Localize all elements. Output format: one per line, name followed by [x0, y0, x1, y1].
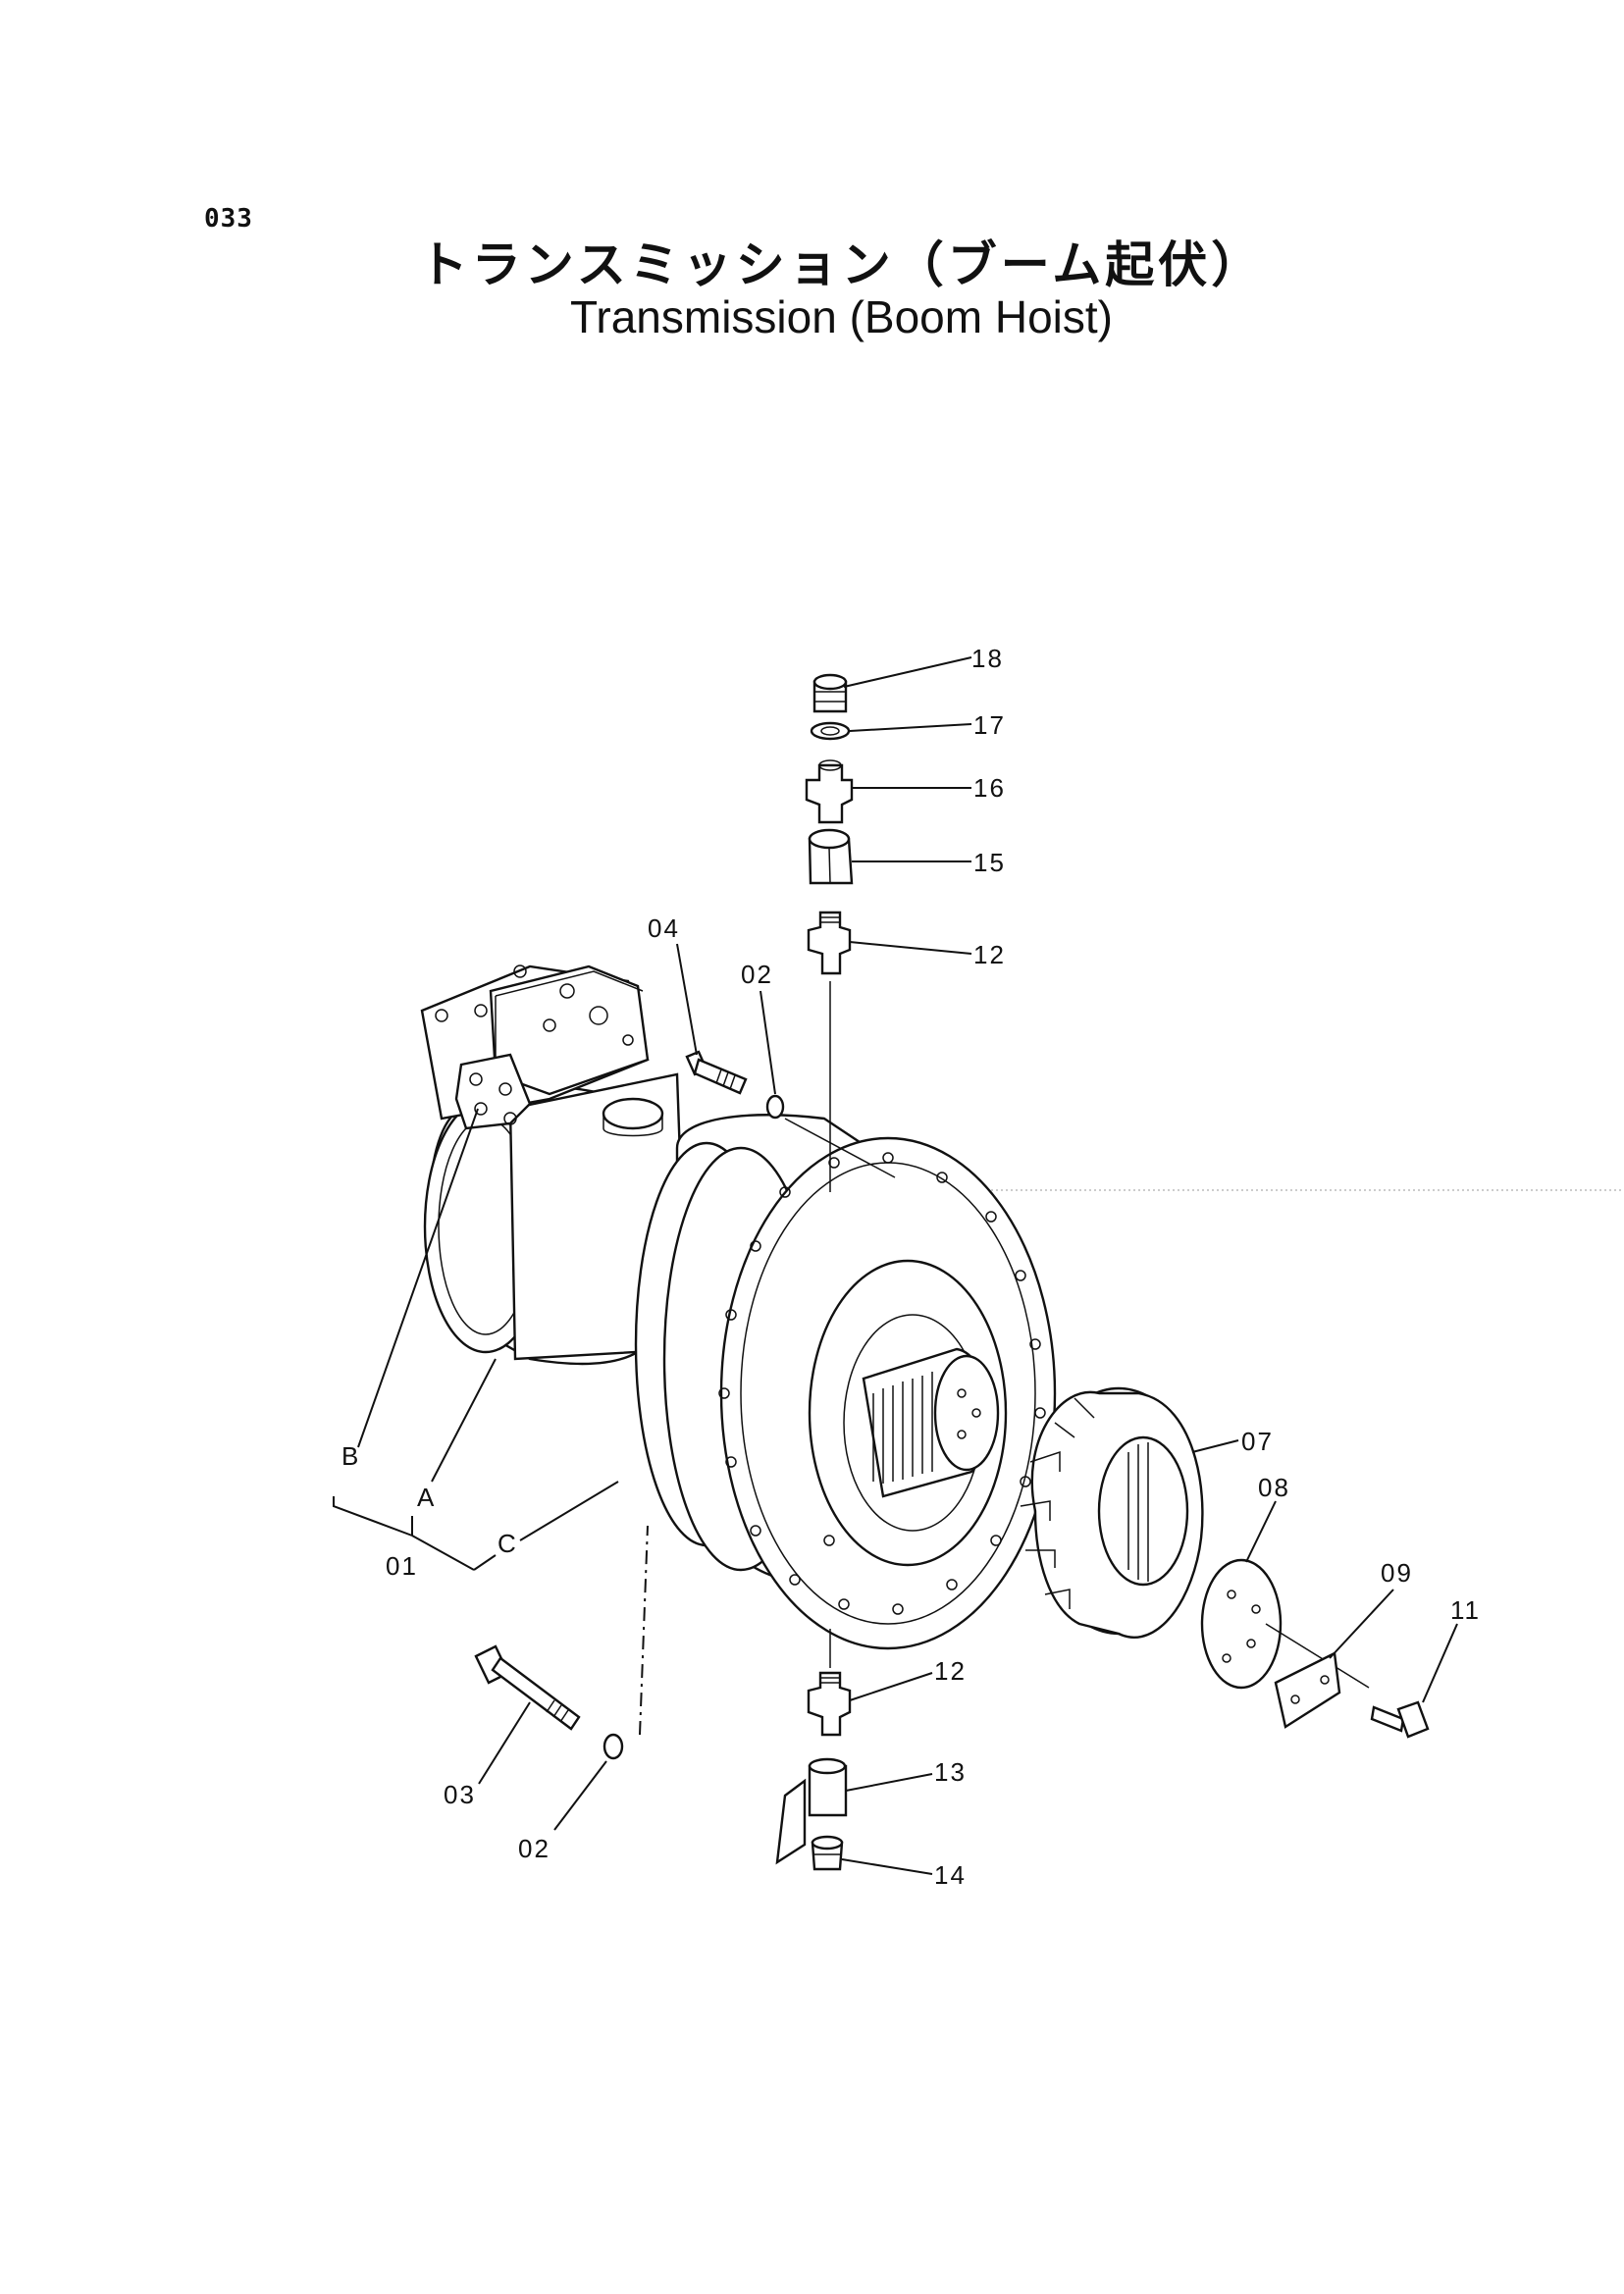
- part-12-adapter-top: [807, 911, 852, 975]
- part-08-plate: [1200, 1558, 1283, 1690]
- callout-15: 15: [973, 848, 1006, 877]
- part-09-lock-plate: [1274, 1651, 1341, 1729]
- callout-16: 16: [973, 773, 1006, 803]
- callout-07: 07: [1241, 1427, 1274, 1456]
- part-02-oring-bottom: [602, 1733, 624, 1760]
- callout-C: C: [498, 1529, 518, 1558]
- oring-bottom-centerline: [639, 1525, 649, 1736]
- part-14-plug: [811, 1835, 844, 1871]
- callout-03: 03: [444, 1780, 476, 1809]
- plate-centerline: [1265, 1623, 1370, 1689]
- callout-02-bottom: 02: [518, 1834, 550, 1863]
- callout-14: 14: [934, 1860, 967, 1890]
- page-title-japanese: トランスミッション（ブーム起伏）: [418, 236, 1265, 293]
- transmission-housing: [423, 1072, 1057, 1650]
- callout-12-top: 12: [973, 940, 1006, 969]
- callout-04: 04: [648, 913, 680, 943]
- part-16-adapter: [805, 759, 854, 824]
- part-04-bolt: [685, 1050, 748, 1095]
- callout-B: B: [341, 1441, 360, 1471]
- part-07-gear: [1020, 1386, 1204, 1640]
- page-title-english: Transmission (Boom Hoist): [570, 291, 1113, 342]
- callout-17: 17: [973, 710, 1006, 740]
- callout-13: 13: [934, 1757, 967, 1787]
- callout-01: 01: [386, 1551, 418, 1581]
- page-number: 033: [204, 204, 253, 234]
- part-17-washer: [810, 721, 851, 741]
- callout-02-top: 02: [741, 960, 773, 989]
- callout-09: 09: [1381, 1558, 1413, 1588]
- part-18-plug: [812, 673, 848, 713]
- callout-12-bottom: 12: [934, 1656, 967, 1686]
- oring-top-leader: [784, 1118, 896, 1178]
- part-12-adapter-bottom: [807, 1671, 852, 1737]
- part-13-drain-valve: [775, 1757, 848, 1865]
- part-15-hex-nut: [808, 828, 854, 885]
- callout-08: 08: [1258, 1473, 1290, 1502]
- callout-18: 18: [971, 644, 1004, 673]
- leader-lines: [333, 656, 1458, 1875]
- callout-11: 11: [1450, 1595, 1481, 1625]
- callout-A: A: [417, 1483, 436, 1512]
- part-11-bolt: [1370, 1700, 1430, 1739]
- control-valve-block: [420, 965, 650, 1130]
- part-02-oring-top: [765, 1094, 785, 1120]
- part-03-long-bolt: [474, 1644, 581, 1731]
